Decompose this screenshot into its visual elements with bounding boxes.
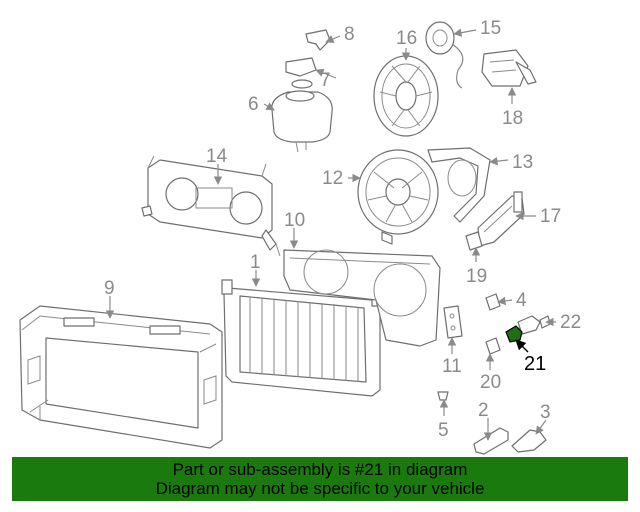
callout-13: 13 [512,152,533,173]
callout-labels: 8 7 6 16 15 18 14 12 13 17 10 19 1 9 4 2… [104,18,581,441]
part-22-temp-sensor [517,315,551,335]
part-12-fan-assembly [357,149,439,245]
part-16-fan [373,55,439,137]
part-8-strap [305,29,331,51]
callout-4: 4 [516,290,527,311]
part-21-highlighted [505,325,523,343]
callout-12: 12 [322,168,343,189]
callout-22: 22 [560,312,581,333]
diagram-notice-banner: Part or sub-assembly is #21 in diagram D… [12,457,628,501]
callout-18: 18 [502,108,523,129]
callout-14: 14 [206,146,228,167]
callout-8: 8 [344,24,355,45]
callout-2: 2 [478,400,489,421]
callout-21: 21 [524,353,546,375]
part-18-bracket [481,49,537,87]
callout-9: 9 [104,278,115,299]
callout-17: 17 [540,206,561,227]
part-15-fan-motor [425,21,464,89]
callout-7: 7 [320,70,331,91]
part-5-plug [437,391,449,401]
callout-5: 5 [438,420,449,441]
callout-16: 16 [396,28,417,49]
part-10-fan-shroud [283,249,441,347]
part-6-expansion-tank [271,90,333,153]
callout-20: 20 [480,372,501,393]
banner-line-2: Diagram may not be specific to your vehi… [155,479,485,498]
callout-6: 6 [248,94,259,115]
part-14-cross-member [141,155,281,257]
callout-10: 10 [284,210,305,231]
callout-19: 19 [466,266,487,287]
leader-lines [105,28,556,441]
part-13-fan-ring [427,147,491,223]
part-19-clip [465,231,483,251]
part-11-mount [443,305,463,339]
part-9-radiator-support [19,305,223,449]
callout-15: 15 [480,18,501,39]
callout-3: 3 [540,402,551,423]
part-7-tank-cap [285,57,317,89]
part-2-bracket [473,427,509,455]
part-17-bracket-plate [477,191,525,247]
part-4-clip [485,293,501,311]
banner-line-1: Part or sub-assembly is #21 in diagram [172,460,468,479]
part-1-radiator [221,279,383,397]
callout-1: 1 [250,252,261,273]
part-3-bracket [511,429,547,453]
callout-11: 11 [442,356,462,377]
part-20-sensor [485,337,501,355]
